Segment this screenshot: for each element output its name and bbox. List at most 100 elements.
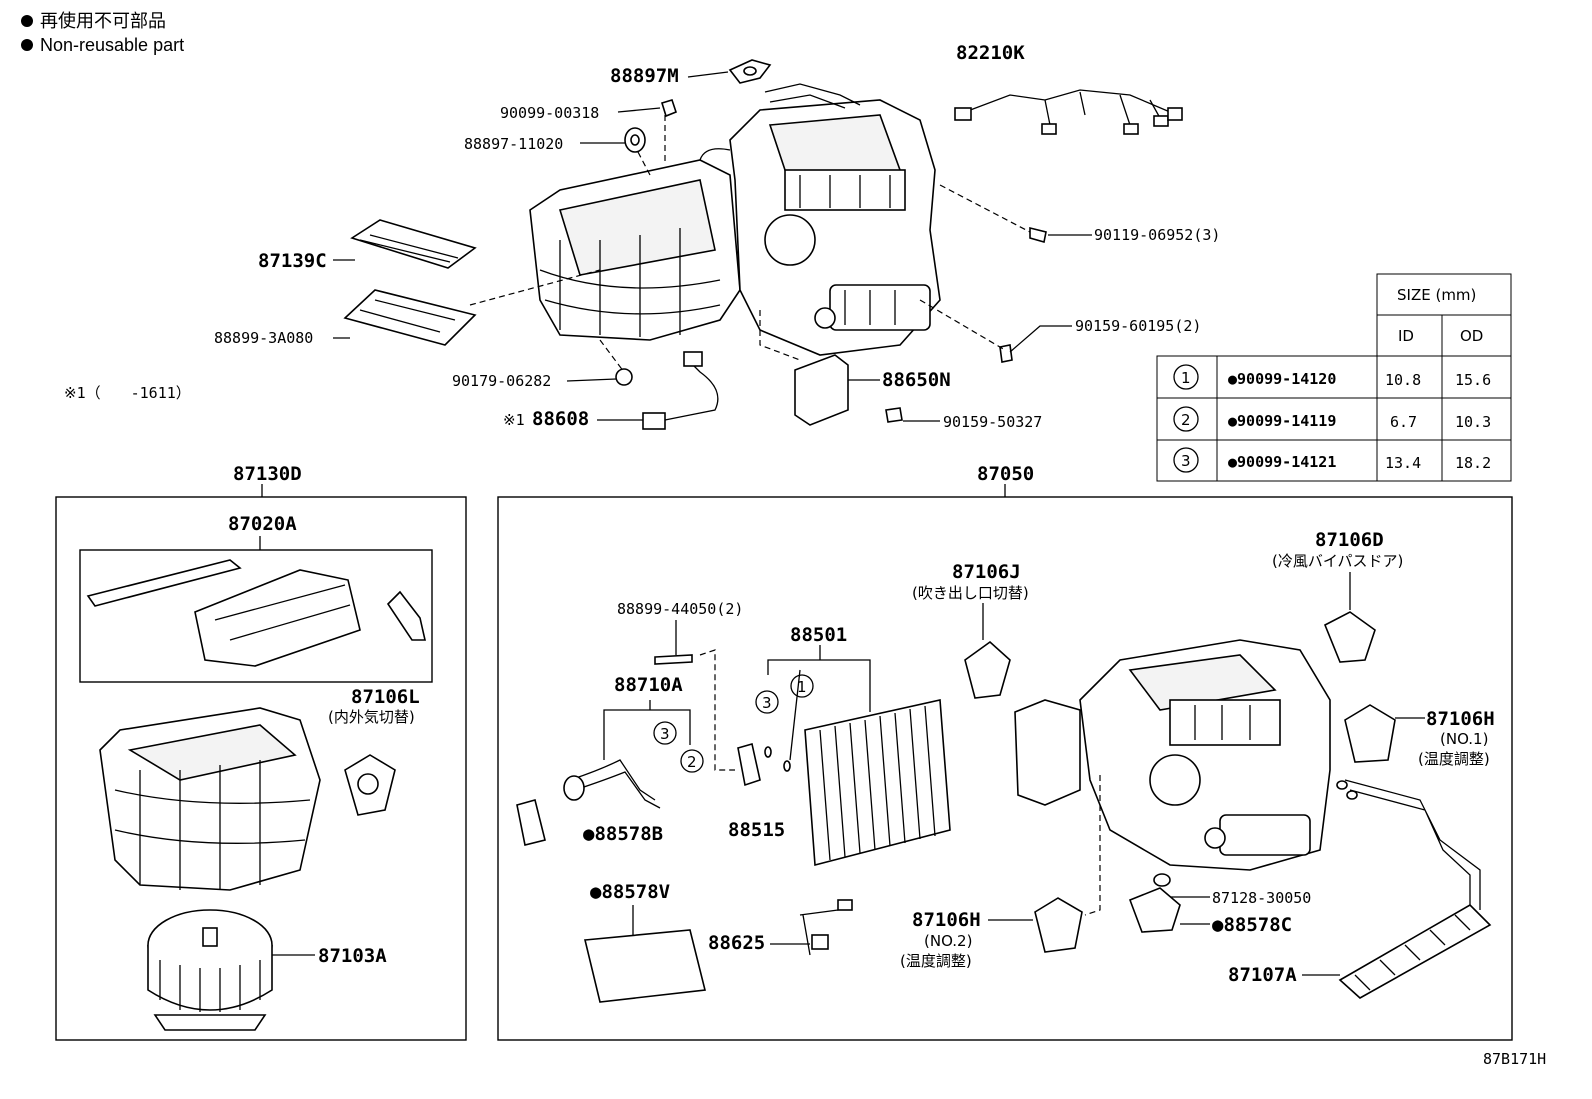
oring-callout-icon: [790, 674, 814, 698]
size-table-row-part: ●90099-14120: [1228, 370, 1336, 388]
legend-bullet-icon: [21, 39, 33, 51]
part-no-87106H-no1: (NO.1): [1440, 730, 1488, 748]
part-label-90179-06282: 90179-06282: [452, 372, 551, 390]
wire-harness-icon: [954, 89, 1183, 135]
part-desc-87106J: (吹き出し口切替): [912, 584, 1029, 602]
blower-case-cover-icon: [86, 559, 427, 667]
size-table-row-id: 6.7: [1390, 413, 1417, 431]
part-label-90119-06952: 90119-06952(3): [1094, 226, 1220, 244]
grommet-icon: [1153, 873, 1171, 887]
size-table-row-no: 3: [1181, 452, 1191, 470]
part-desc-87106H-no2: (温度調整): [900, 952, 972, 970]
part-label-87128-30050: 87128-30050: [1212, 889, 1311, 907]
cooler-tube-icon: [563, 759, 661, 809]
servo-motor-icon: [344, 754, 396, 816]
part-label-87106D: 87106D: [1315, 529, 1384, 551]
part-label-88608: 88608: [532, 408, 589, 430]
bolt-icon: [660, 99, 677, 118]
part-label-88625: 88625: [708, 932, 765, 954]
size-table-row-id: 13.4: [1385, 454, 1421, 472]
size-table-row-od: 15.6: [1455, 371, 1491, 389]
part-no-87106H-no2: (NO.2): [924, 932, 972, 950]
legend-bullet-icon: [21, 15, 33, 27]
oring-callout-icon: [680, 749, 704, 773]
size-table: SIZE (mm) ID OD 1 ●90099-14120 10.8 15.6…: [1156, 273, 1512, 482]
box-title-87050: 87050: [977, 463, 1034, 485]
nut-icon: [615, 368, 633, 386]
oring-callout-icon: [755, 690, 779, 714]
part-label-87103A: 87103A: [318, 945, 387, 967]
servo-motor-icon: [1323, 611, 1376, 663]
size-table-row-id: 10.8: [1385, 371, 1421, 389]
part-label-88578C: ●88578C: [1212, 914, 1292, 936]
seal-pad-icon: [516, 799, 546, 846]
servo-motor-icon: [1034, 897, 1083, 953]
screw-icon: [885, 407, 903, 423]
part-label-87106L: 87106L: [351, 686, 420, 708]
part-label-88710A: 88710A: [614, 674, 683, 696]
legend-text-jp: 再使用不可部品: [40, 11, 166, 31]
part-label-87107A: 87107A: [1228, 964, 1297, 986]
part-label-88650N: 88650N: [882, 369, 951, 391]
size-table-row-no: 1: [1181, 369, 1191, 387]
oring-icon: [783, 760, 791, 772]
part-label-82210K: 82210K: [956, 42, 1025, 64]
blower-motor-icon: [147, 909, 273, 1031]
part-label-88578V: ●88578V: [590, 881, 670, 903]
part-label-87106H-no1: 87106H: [1426, 708, 1495, 730]
part-desc-87106L: (内外気切替): [328, 708, 415, 726]
screw-icon: [1029, 226, 1047, 244]
size-table-row-no: 2: [1181, 411, 1191, 429]
part-label-90159-50327: 90159-50327: [943, 413, 1042, 431]
oring-callout: 3: [660, 725, 670, 743]
screw-icon: [999, 344, 1013, 363]
evaporator-sensor-icon: [799, 899, 853, 956]
part-label-87106H-no2: 87106H: [912, 909, 981, 931]
size-table-row-part: ●90099-14121: [1228, 453, 1336, 471]
size-table-row-od: 18.2: [1455, 454, 1491, 472]
bolt-icon: [654, 654, 693, 665]
row-number-icon: [1173, 364, 1199, 390]
oring-callout-icon: [653, 721, 677, 745]
heater-core-icon: [1336, 779, 1492, 999]
top-small-parts: [615, 59, 1047, 430]
part-label-88899-3A080: 88899-3A080: [214, 329, 313, 347]
servo-motor-icon: [964, 640, 1011, 699]
box-title-87130D: 87130D: [233, 463, 302, 485]
evaporator-icon: [804, 699, 951, 867]
part-label-88897M: 88897M: [610, 65, 679, 87]
part-label-88897-11020: 88897-11020: [464, 135, 563, 153]
part-label-88501: 88501: [790, 624, 847, 646]
part-label-88515: 88515: [728, 819, 785, 841]
size-table-row-od: 10.3: [1455, 413, 1491, 431]
part-label-87139C: 87139C: [258, 250, 327, 272]
group-box-87130D: [55, 496, 467, 1041]
servo-motor-icon: [1344, 704, 1396, 763]
oring-icon: [764, 746, 772, 758]
blower-case-icon: [99, 707, 321, 891]
diagram-code: 87B171H: [1483, 1050, 1546, 1068]
part-label-87106J: 87106J: [952, 561, 1021, 583]
size-table-col-id: ID: [1398, 327, 1414, 345]
part-desc-87106H-no1: (温度調整): [1418, 750, 1490, 768]
group-box-87050: [497, 496, 1513, 1041]
expansion-valve-icon: [737, 742, 761, 787]
footnote: ※1（ -1611）: [64, 384, 191, 402]
hvac-unit-assembly-icon: [343, 83, 941, 356]
part-label-90099-00318: 90099-00318: [500, 104, 599, 122]
seal-pad-icon: [1128, 887, 1181, 933]
group-box-87020A: [79, 549, 433, 683]
part-label-88578B: ●88578B: [583, 823, 663, 845]
part-label-88899-44050: 88899-44050(2): [617, 600, 743, 618]
oring-callout: 3: [762, 694, 772, 712]
size-table-col-od: OD: [1460, 327, 1483, 345]
legend: 再使用不可部品 Non-reusable part: [21, 11, 184, 55]
size-table-header: SIZE (mm): [1397, 286, 1476, 304]
oring-callout: 1: [797, 678, 807, 696]
heater-unit-icon: [1014, 639, 1331, 871]
row-number-icon: [1173, 447, 1199, 473]
part-label-87020A: 87020A: [228, 513, 297, 535]
part-desc-87106D: (冷風バイパスドア): [1272, 552, 1403, 570]
part-label-90159-60195: 90159-60195(2): [1075, 317, 1201, 335]
